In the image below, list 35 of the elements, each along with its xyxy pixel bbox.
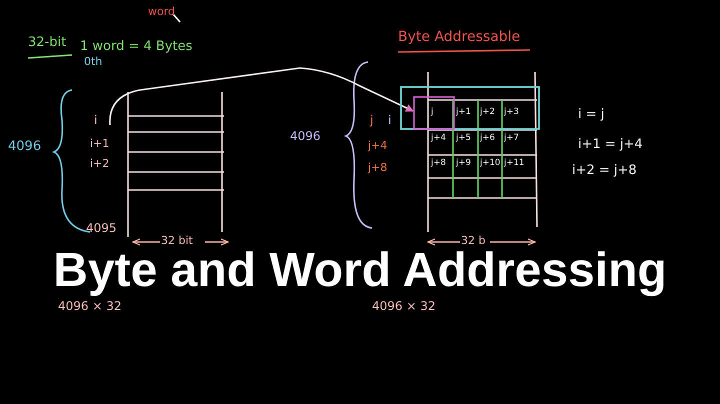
address-label: j+4 xyxy=(368,140,388,152)
size-label: 4096 xyxy=(8,140,42,154)
label: word xyxy=(148,6,176,18)
address-label: i+2 xyxy=(90,158,110,170)
word-highlight-box xyxy=(400,86,540,130)
cell-text: j+6 xyxy=(480,134,495,144)
connector-arrow xyxy=(109,67,414,126)
cell-text: j+10 xyxy=(480,159,500,168)
cell-text: j+9 xyxy=(456,159,471,168)
address-label: i xyxy=(94,114,98,128)
cell-text: j+4 xyxy=(431,134,446,144)
cell-text: j xyxy=(431,108,434,118)
byte-highlight-box xyxy=(413,96,455,130)
equation-text: i = j xyxy=(578,108,604,122)
dimension-label: 4096 × 32 xyxy=(58,300,122,314)
equation-text: i+1 = j+4 xyxy=(578,138,643,152)
address-label: 4095 xyxy=(86,222,117,236)
equation-text: 1 word = 4 Bytes xyxy=(80,40,192,54)
cell-text: j+5 xyxy=(456,134,471,144)
address-label: j+8 xyxy=(368,162,388,174)
heading-text: Byte Addressable xyxy=(398,30,520,46)
cell-text: j+11 xyxy=(504,159,524,168)
address-label: j xyxy=(370,114,374,128)
label: 0th xyxy=(84,56,102,68)
cell-text: j+3 xyxy=(504,108,519,118)
size-label: 4096 xyxy=(290,130,321,144)
label: 32-bit xyxy=(28,36,66,50)
cell-text: j+7 xyxy=(504,134,519,144)
equation-text: i+2 = j+8 xyxy=(572,164,637,178)
address-label: i xyxy=(388,114,392,128)
cell-text: j+2 xyxy=(480,108,495,118)
cell-text: j+8 xyxy=(431,159,446,168)
address-label: i+1 xyxy=(90,138,110,150)
dimension-label: 4096 × 32 xyxy=(372,300,436,314)
cell-text: j+1 xyxy=(456,108,471,118)
